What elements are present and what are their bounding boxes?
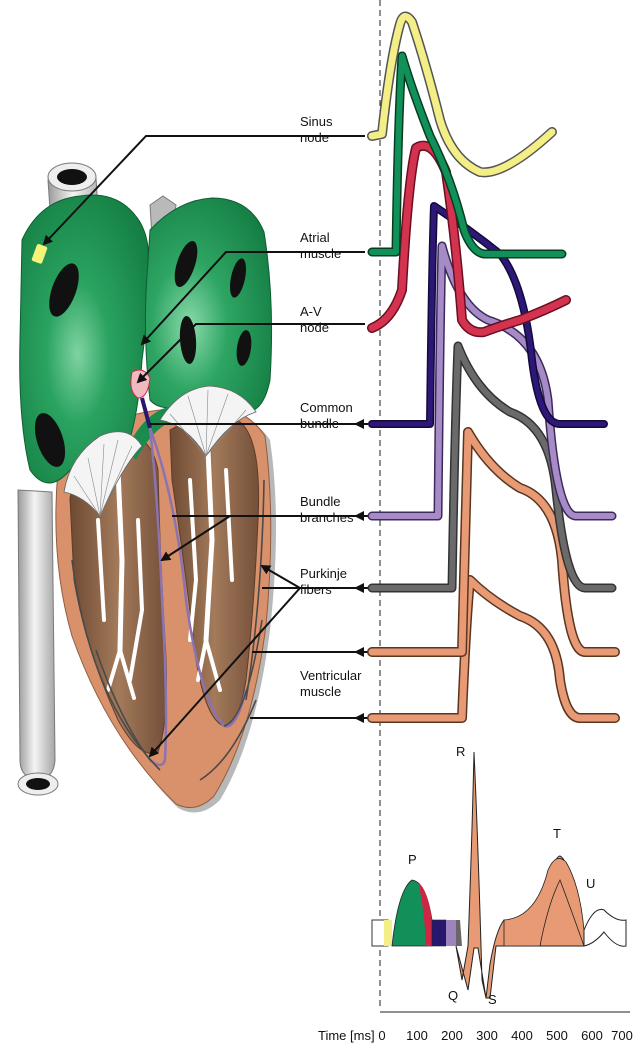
- bundle-branches-trace: [372, 246, 612, 516]
- label-sinus-node: Sinus node: [300, 114, 333, 146]
- label-common-bundle: Common bundle: [300, 400, 353, 432]
- label-atrial-muscle-line2: muscle: [300, 246, 341, 262]
- time-tick-100: 100: [406, 1028, 428, 1043]
- label-common-bundle-line2: bundle: [300, 416, 353, 432]
- time-tick-0: 0: [378, 1028, 385, 1043]
- time-tick-600: 600: [581, 1028, 603, 1043]
- label-ventricular-muscle-line2: muscle: [300, 684, 361, 700]
- time-tick-700: 700: [611, 1028, 633, 1043]
- left-atrium: [145, 198, 271, 412]
- label-av-node-line2: node: [300, 320, 329, 336]
- label-bundle-branches: Bundle branches: [300, 494, 353, 526]
- ecg-label-p: P: [408, 852, 417, 867]
- label-bundle-branches-line2: branches: [300, 510, 353, 526]
- action-potential-traces: [372, 16, 615, 718]
- inferior-vena-cava: [18, 490, 55, 780]
- label-common-bundle-line1: Common: [300, 400, 353, 416]
- ecg-trace: [372, 752, 626, 998]
- ecg-label-q: Q: [448, 988, 458, 1003]
- ecg-label-s: S: [488, 992, 497, 1007]
- label-atrial-muscle-line1: Atrial: [300, 230, 341, 246]
- label-av-node: A-V node: [300, 304, 329, 336]
- label-av-node-line1: A-V: [300, 304, 329, 320]
- time-tick-200: 200: [441, 1028, 463, 1043]
- time-axis-title: Time [ms]: [318, 1028, 375, 1043]
- label-ventricular-muscle: Ventricular muscle: [300, 668, 361, 700]
- ecg-u-wave: [584, 909, 626, 946]
- time-tick-400: 400: [511, 1028, 533, 1043]
- label-bundle-branches-line1: Bundle: [300, 494, 353, 510]
- label-purkinje-fibers-line2: fibers: [300, 582, 347, 598]
- ecg-pr-segment: [432, 920, 446, 946]
- label-purkinje-fibers: Purkinje fibers: [300, 566, 347, 598]
- label-atrial-muscle: Atrial muscle: [300, 230, 341, 262]
- label-sinus-node-line2: node: [300, 130, 333, 146]
- ecg-label-t: T: [553, 826, 561, 841]
- heart-illustration: [18, 163, 276, 813]
- ecg-label-r: R: [456, 744, 465, 759]
- ecg-label-u: U: [586, 876, 595, 891]
- time-tick-500: 500: [546, 1028, 568, 1043]
- label-purkinje-fibers-line1: Purkinje: [300, 566, 347, 582]
- label-sinus-node-line1: Sinus: [300, 114, 333, 130]
- time-tick-300: 300: [476, 1028, 498, 1043]
- label-ventricular-muscle-line1: Ventricular: [300, 668, 361, 684]
